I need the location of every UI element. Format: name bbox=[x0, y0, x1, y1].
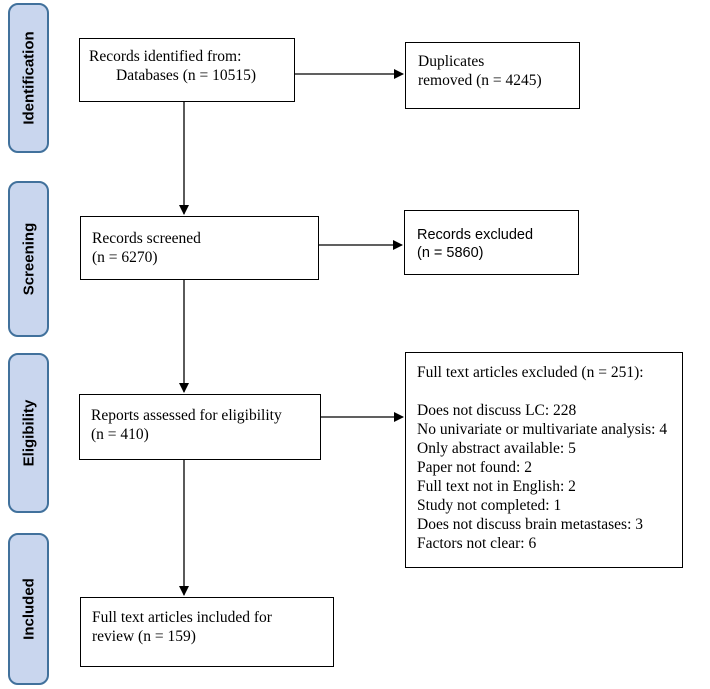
duplicates-removed-box: Duplicates removed (n = 4245) bbox=[405, 42, 580, 109]
fulltext-excluded-box: Full text articles excluded (n = 251): D… bbox=[405, 352, 683, 568]
reports-assessed-line1: Reports assessed for eligibility bbox=[91, 407, 282, 424]
exclusion-reason: Does not discuss brain metastases: 3 bbox=[417, 516, 644, 533]
stage-identification: Identification bbox=[8, 3, 49, 153]
reports-assessed-line2: (n = 410) bbox=[91, 426, 149, 443]
records-excluded-box: Records excluded (n = 5860) bbox=[404, 210, 579, 275]
exclusion-reason: Study not completed: 1 bbox=[417, 497, 562, 514]
duplicates-removed-line1: Duplicates bbox=[418, 53, 485, 70]
stage-screening: Screening bbox=[8, 181, 49, 337]
exclusion-reason: Paper not found: 2 bbox=[417, 459, 532, 476]
records-screened-box: Records screened (n = 6270) bbox=[80, 216, 319, 280]
stage-included: Included bbox=[8, 533, 49, 685]
duplicates-removed-line2: removed (n = 4245) bbox=[418, 72, 542, 89]
exclusion-reason: Does not discuss LC: 228 bbox=[417, 402, 577, 419]
records-screened-line2: (n = 6270) bbox=[92, 249, 158, 266]
records-identified-box: Records identified from: Databases (n = … bbox=[79, 38, 295, 102]
records-screened-line1: Records screened bbox=[92, 230, 201, 247]
exclusion-reason: Full text not in English: 2 bbox=[417, 478, 576, 495]
reports-assessed-box: Reports assessed for eligibility (n = 41… bbox=[79, 394, 321, 460]
records-identified-line2: Databases (n = 10515) bbox=[116, 67, 257, 84]
stage-eligibility: Eligibility bbox=[8, 353, 49, 513]
exclusion-reason: Only abstract available: 5 bbox=[417, 440, 576, 457]
fulltext-excluded-title: Full text articles excluded (n = 251): bbox=[417, 364, 644, 381]
records-excluded-line2: (n = 5860) bbox=[417, 245, 484, 261]
fulltext-included-line2: review (n = 159) bbox=[92, 628, 196, 645]
records-identified-line1: Records identified from: bbox=[89, 48, 242, 65]
records-excluded-line1: Records excluded bbox=[417, 227, 534, 243]
exclusion-reason: Factors not clear: 6 bbox=[417, 535, 537, 552]
exclusion-reason: No univariate or multivariate analysis: … bbox=[417, 421, 668, 438]
fulltext-included-box: Full text articles included for review (… bbox=[80, 597, 334, 667]
fulltext-included-line1: Full text articles included for bbox=[92, 609, 272, 626]
